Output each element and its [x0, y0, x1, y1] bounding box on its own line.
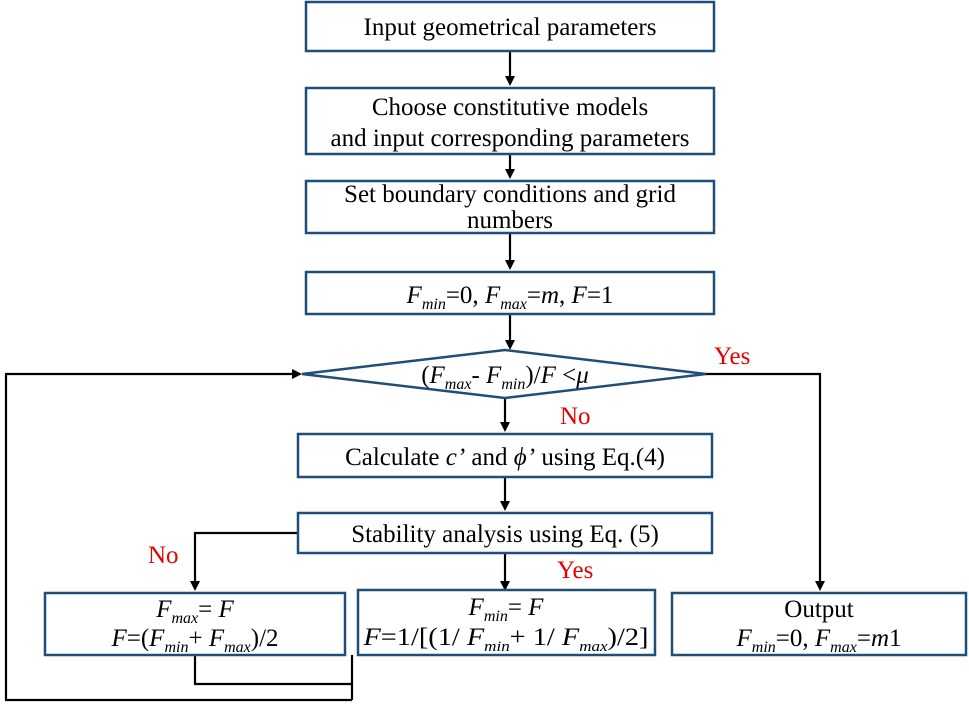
node-output: Output Fmin=0, Fmax=m1: [670, 591, 968, 657]
arrowhead: [190, 581, 200, 591]
node-boundary-conditions: Set boundary conditions and grid numbers: [304, 179, 716, 235]
node-calculate-parameters: Calculate c’ and ϕ’ using Eq.(4): [296, 432, 714, 479]
node-label-line2: numbers: [467, 207, 553, 234]
edge-label-no: No: [560, 403, 591, 430]
node-initialize: Fmin=0, Fmax=m, F=1: [304, 270, 716, 316]
edge-label-yes: Yes: [714, 343, 750, 370]
edge-label-no: No: [148, 542, 179, 569]
arrowhead: [505, 340, 515, 350]
node-label-line1: Fmin= F: [468, 594, 545, 625]
edge-stability-no: [193, 531, 298, 583]
node-label-line2: Fmin=0, Fmax=m1: [736, 625, 902, 656]
node-convergence-check: (Fmax- Fmin)/F <μ: [301, 348, 707, 400]
node-label: Fmin=0, Fmax=m, F=1: [406, 282, 614, 313]
arrowhead: [292, 369, 302, 379]
node-label: (Fmax- Fmin)/F <μ: [421, 362, 589, 393]
node-label-line1: Set boundary conditions and grid: [344, 181, 676, 208]
node-label: Calculate c’ and ϕ’ using Eq.(4): [345, 444, 665, 471]
node-stability-analysis: Stability analysis using Eq. (5): [296, 511, 714, 555]
edge-update-max-merge: [193, 655, 352, 686]
node-label-line1: Fmax= F: [155, 596, 234, 627]
node-label: Stability analysis using Eq. (5): [351, 521, 659, 548]
node-label-line2: and input corresponding parameters: [331, 125, 690, 152]
arrowhead: [505, 260, 515, 270]
arrowhead: [505, 76, 515, 86]
edge-loop-back: [4, 372, 352, 702]
edge-decision-yes-to-output: [706, 372, 822, 583]
edge-label-yes: Yes: [557, 557, 593, 584]
arrowhead: [500, 581, 510, 591]
node-choose-models: Choose constitutive models and input cor…: [304, 86, 716, 156]
node-label: Input geometrical parameters: [364, 14, 657, 41]
arrowhead: [500, 501, 510, 511]
node-label-line1: Output: [784, 596, 854, 623]
node-label-line2: F=(Fmin+ Fmax)/2: [110, 625, 278, 656]
node-update-fmax: Fmax= F F=(Fmin+ Fmax)/2: [43, 591, 347, 657]
arrowhead: [500, 422, 510, 432]
arrowhead: [815, 581, 825, 591]
node-label-line1: Choose constitutive models: [372, 94, 648, 121]
connectors: [4, 51, 825, 702]
arrowhead: [505, 169, 515, 179]
node-input-geometry: Input geometrical parameters: [304, 0, 716, 53]
